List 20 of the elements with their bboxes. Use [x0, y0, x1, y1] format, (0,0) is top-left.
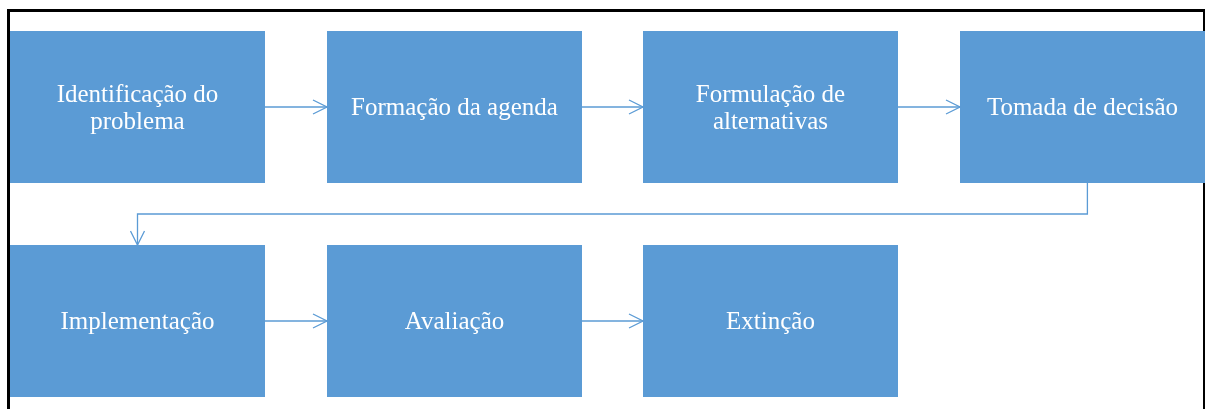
- process-box: [10, 245, 265, 397]
- arrow: [264, 313, 328, 329]
- process-box: [327, 31, 582, 183]
- arrow: [129, 182, 1089, 246]
- arrow: [581, 99, 644, 115]
- process-box: [10, 31, 265, 183]
- box-label: Formação da agenda: [351, 93, 558, 121]
- arrow: [897, 99, 961, 115]
- arrow: [581, 313, 644, 329]
- box-label: Implementação: [60, 307, 215, 335]
- box-label: Extinção: [726, 307, 815, 335]
- box-label: Avaliação: [404, 307, 505, 335]
- process-box: [643, 245, 898, 397]
- arrow: [264, 99, 328, 115]
- process-box: [327, 245, 582, 397]
- box-label: Identificação do problema: [55, 79, 220, 135]
- process-box: [960, 31, 1205, 183]
- box-label: Formulação de alternativas: [694, 79, 847, 135]
- process-box: [643, 31, 898, 183]
- box-label: Tomada de decisão: [986, 93, 1179, 121]
